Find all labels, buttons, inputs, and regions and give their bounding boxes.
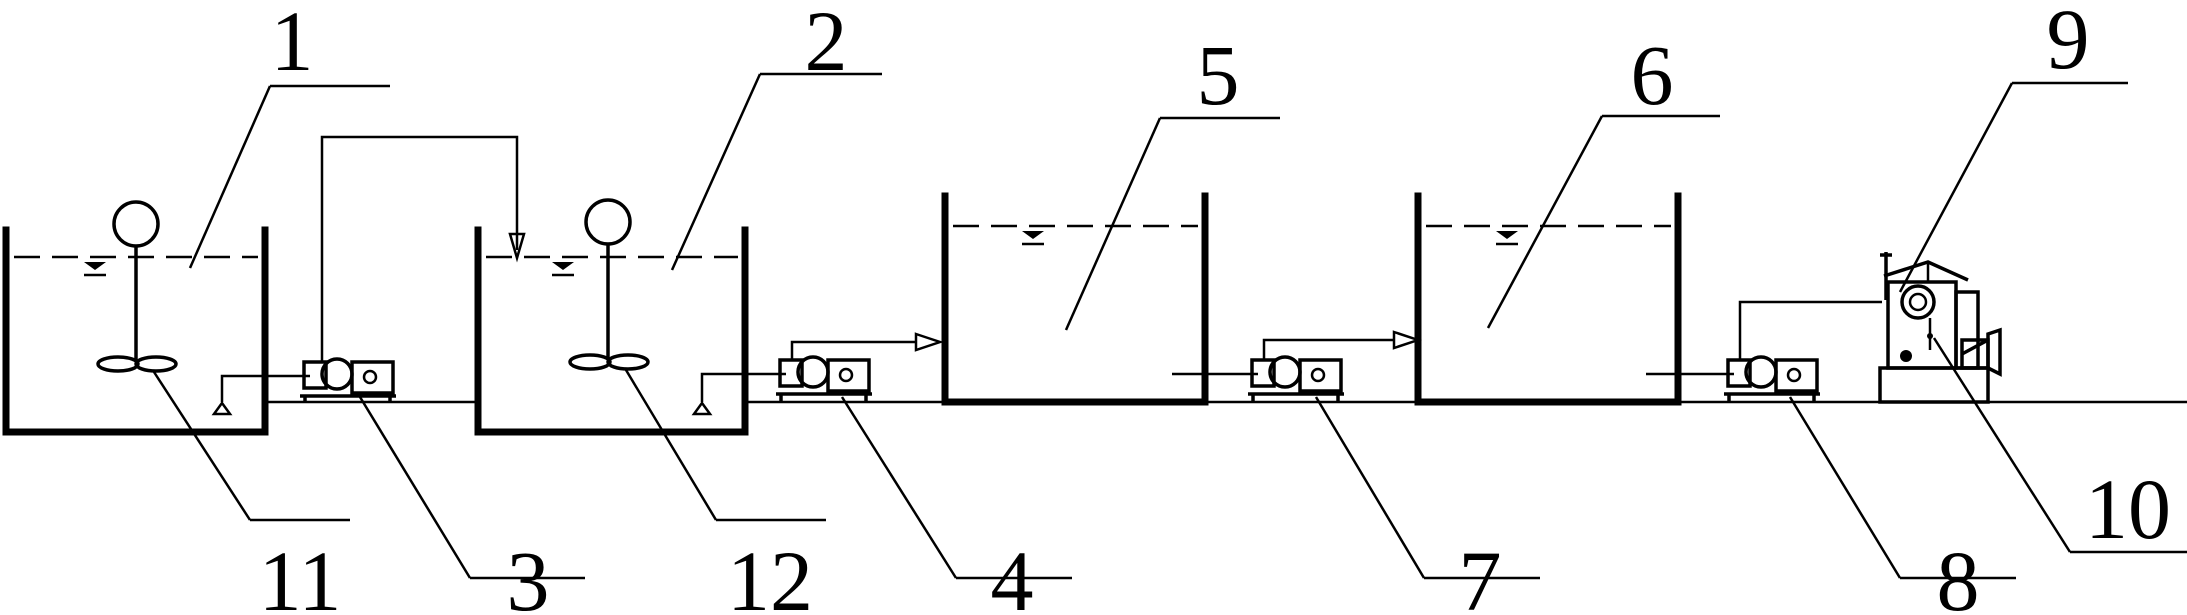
water-level-icon <box>552 262 574 277</box>
label-3: 3 <box>507 533 550 615</box>
pump-4 <box>776 355 872 402</box>
label-5: 5 <box>1197 27 1240 123</box>
pump-3 <box>300 357 396 402</box>
water-level-icon <box>1022 231 1044 246</box>
stirrer-12 <box>568 198 650 371</box>
water-level-icon <box>84 262 106 277</box>
pipe-pump4-tank5 <box>790 332 944 360</box>
label-6: 6 <box>1631 27 1674 123</box>
label-9: 9 <box>2047 0 2090 87</box>
pipe-tank2-pump4 <box>691 372 786 416</box>
device-10 <box>1960 327 2002 377</box>
pipe-pump7-tank6 <box>1262 330 1422 360</box>
tank-2 <box>474 226 749 436</box>
label-2: 2 <box>805 0 848 89</box>
pump-7 <box>1248 355 1344 402</box>
stirrer-11 <box>96 200 178 373</box>
pump-8 <box>1724 355 1820 402</box>
tank-5 <box>941 192 1209 406</box>
pipe-pump8-device9 <box>1738 300 1882 360</box>
leader-lines <box>152 72 2187 580</box>
label-1: 1 <box>271 0 314 89</box>
tank-6 <box>1414 192 1682 406</box>
device-9 <box>1878 252 1990 404</box>
label-12: 12 <box>727 533 813 615</box>
label-7: 7 <box>1459 533 1502 615</box>
label-4: 4 <box>991 533 1034 615</box>
label-11: 11 <box>259 533 342 615</box>
label-8: 8 <box>1937 533 1980 615</box>
water-level-icon <box>1496 231 1518 246</box>
pipe-tank1-pump3 <box>211 374 310 416</box>
pipe-pump3-tank2 <box>320 135 526 362</box>
label-10: 10 <box>2085 461 2171 557</box>
